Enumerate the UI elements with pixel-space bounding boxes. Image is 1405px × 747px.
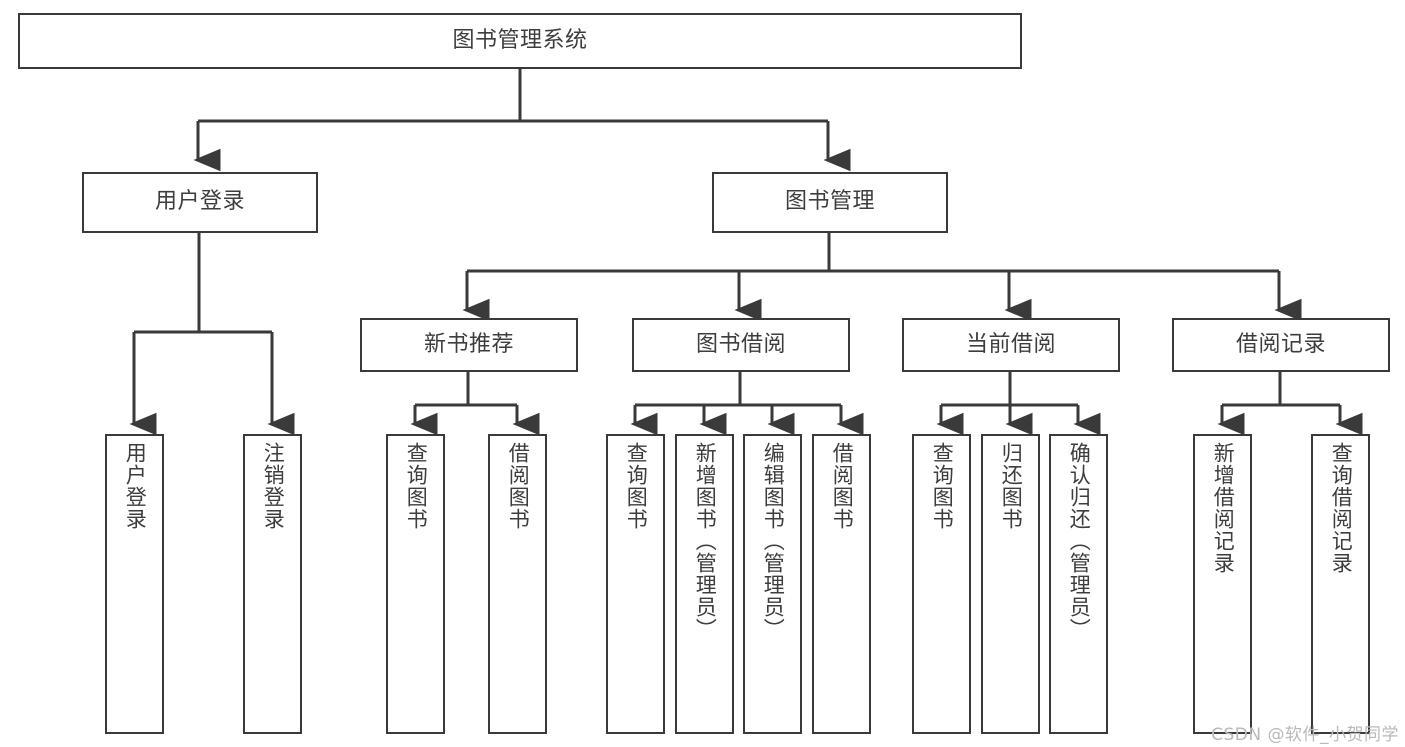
leaf-borrow-record-query-record[interactable]: 查询借阅记录 [1311,434,1370,734]
leaf-book-borrow-edit-book-admin[interactable]: 编辑图书（管理员） [743,434,802,734]
leaf-borrow-record-add-record[interactable]: 新增借阅记录 [1193,434,1252,734]
node-label: 确认归还（管理员） [1067,442,1092,640]
leaf-book-borrow-query-book[interactable]: 查询图书 [606,434,665,734]
node-label: 查询图书 [404,442,429,530]
node-label: 查询图书 [624,442,649,530]
node-label: 注销登录 [261,442,286,530]
node-book-borrow[interactable]: 图书借阅 [632,318,850,372]
leaf-user-login-login[interactable]: 用户登录 [105,434,164,734]
node-label: 当前借阅 [965,331,1056,357]
leaf-current-borrow-confirm-return-admin[interactable]: 确认归还（管理员） [1049,434,1108,734]
node-label: 借阅图书 [830,442,855,530]
node-label: 用户登录 [154,189,245,215]
leaf-user-login-logout[interactable]: 注销登录 [243,434,302,734]
node-root-library-management-system[interactable]: 图书管理系统 [18,13,1022,69]
node-label: 借阅记录 [1235,331,1326,357]
node-label: 图书借阅 [695,331,786,357]
node-borrow-record[interactable]: 借阅记录 [1172,318,1390,372]
node-label: 查询图书 [930,442,955,530]
node-label: 新增图书（管理员） [693,442,718,640]
node-label: 新增借阅记录 [1211,442,1236,574]
leaf-book-borrow-add-book-admin[interactable]: 新增图书（管理员） [675,434,734,734]
leaf-new-book-borrow-book[interactable]: 借阅图书 [488,434,547,734]
node-label: 新书推荐 [423,331,514,357]
node-label: 图书管理系统 [452,27,588,53]
leaf-current-borrow-query-book[interactable]: 查询图书 [912,434,971,734]
node-new-book-recommend[interactable]: 新书推荐 [360,318,578,372]
node-label: 图书管理 [784,189,875,215]
leaf-new-book-query-book[interactable]: 查询图书 [386,434,445,734]
node-label: 用户登录 [123,442,148,530]
node-label: 编辑图书（管理员） [761,442,786,640]
node-label: 借阅图书 [506,442,531,530]
leaf-book-borrow-borrow-book[interactable]: 借阅图书 [812,434,871,734]
node-label: 查询借阅记录 [1329,442,1354,574]
watermark-csdn: CSDN @软件_小贺同学 [1211,725,1399,745]
node-label: 归还图书 [999,442,1024,530]
node-current-borrow[interactable]: 当前借阅 [902,318,1120,372]
node-user-login[interactable]: 用户登录 [82,172,318,233]
node-book-management[interactable]: 图书管理 [712,172,948,233]
leaf-current-borrow-return-book[interactable]: 归还图书 [981,434,1040,734]
